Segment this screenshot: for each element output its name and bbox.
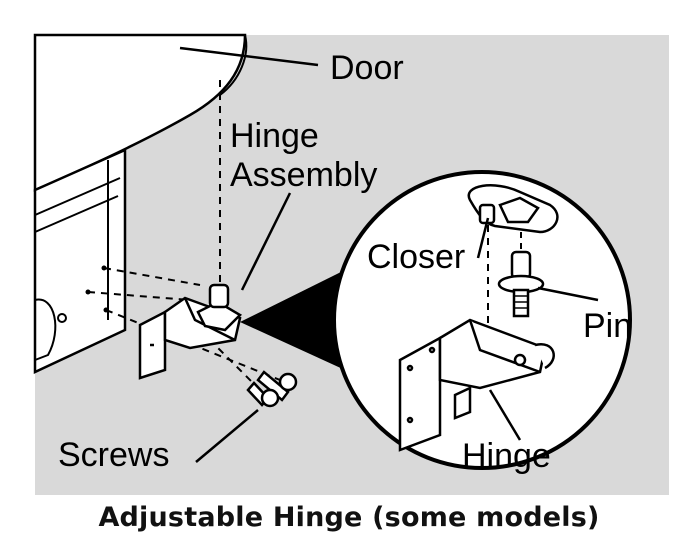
screws [246,370,298,408]
pin-label: Pin [583,307,632,345]
screws-label: Screws [58,436,169,474]
closer-label: Closer [367,238,465,276]
large-hinge [398,318,555,452]
magnifier-wedge [240,270,345,370]
door-label: Door [330,49,404,87]
figure-caption: Adjustable Hinge (some models) [98,502,600,533]
small-hinge-assembly [138,283,243,380]
hinge-label: Hinge [462,437,551,475]
pin-part [497,250,545,318]
hinge-assembly-label-line1: Hinge [230,117,319,155]
hinge-assembly-label-line2: Assembly [230,156,377,194]
